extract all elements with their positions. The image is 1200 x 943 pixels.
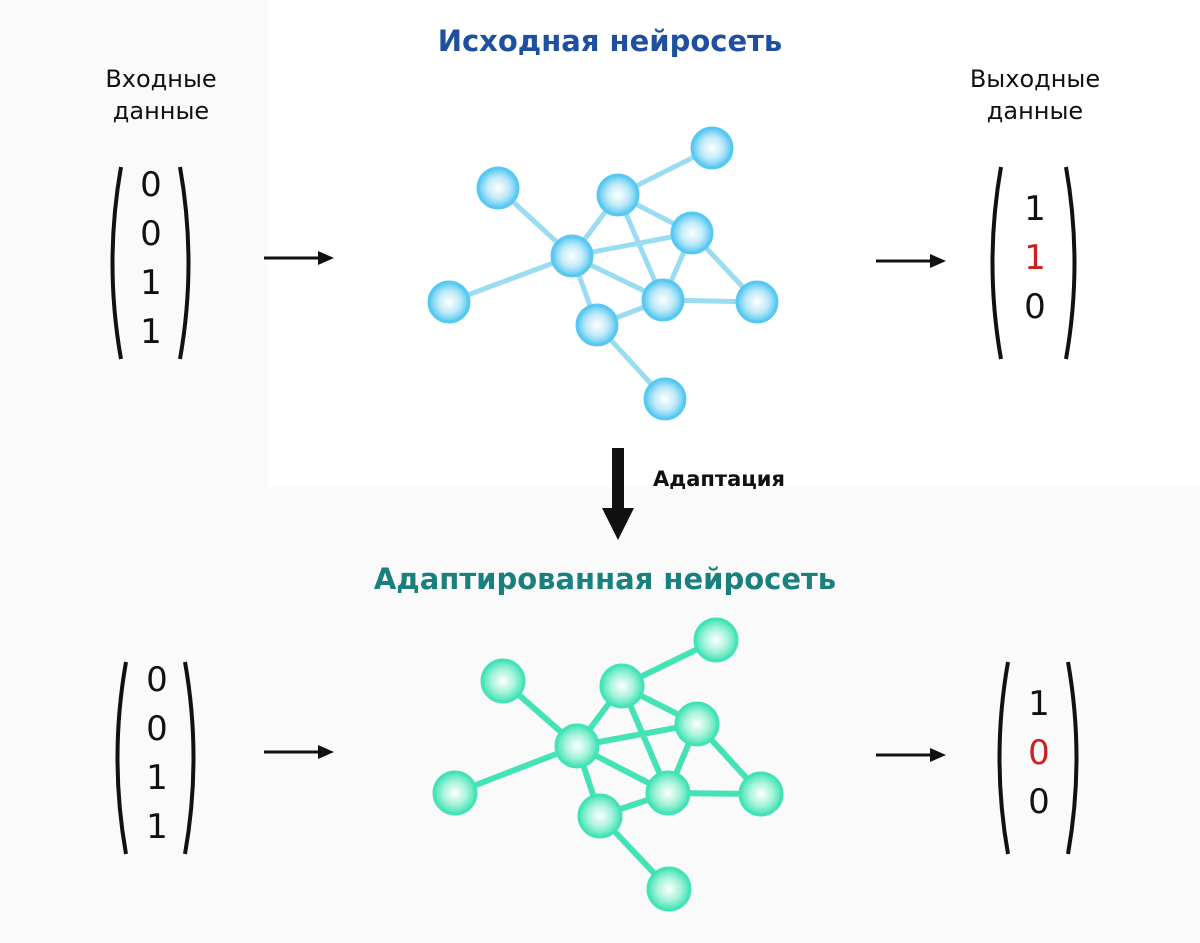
- output-data-label: Выходные данные: [950, 63, 1120, 127]
- input-value-bottom-1: 0: [146, 709, 168, 749]
- adapted-network-node-6: [645, 770, 691, 816]
- adapted-network-node-2: [599, 663, 645, 709]
- original-network-node-9: [643, 377, 687, 421]
- input-vector-top: 0 0 1 1: [128, 161, 174, 357]
- original-network-node-2: [596, 173, 640, 217]
- adapted-network-node-7: [738, 771, 784, 817]
- input-data-label: Входные данные: [76, 63, 246, 127]
- title-original-network: Исходная нейросеть: [437, 24, 783, 58]
- adapted-network-node-1: [693, 617, 739, 663]
- original-network-node-5: [427, 280, 471, 324]
- output-bracket-left-bottom: [997, 661, 1010, 855]
- output-value-top-0: 1: [1024, 189, 1046, 229]
- output-value-top-2: 0: [1024, 287, 1046, 327]
- output-value-top-1: 1: [1024, 238, 1046, 278]
- input-bracket-right-top: [178, 166, 191, 360]
- adapted-network-node-4: [554, 723, 600, 769]
- original-network-node-1: [690, 126, 734, 170]
- arrow-input-to-network-top: [264, 251, 334, 265]
- output-vector-top: 1 1 0: [1012, 185, 1058, 332]
- adaptation-arrow: [602, 448, 634, 540]
- input-bracket-right-bottom: [183, 661, 196, 855]
- input-data-label-line2: данные: [112, 97, 210, 125]
- arrow-network-to-output-bottom: [876, 748, 946, 762]
- network-original: [427, 126, 779, 421]
- input-value-top-2: 1: [140, 263, 162, 303]
- adapted-network-node-5: [432, 770, 478, 816]
- adapted-network-node-0: [480, 658, 526, 704]
- input-value-bottom-0: 0: [146, 660, 168, 700]
- arrow-network-to-output-top: [876, 254, 946, 268]
- original-network-node-8: [575, 303, 619, 347]
- output-vector-bottom: 1 0 0: [1016, 680, 1062, 827]
- output-data-label-line2: данные: [986, 97, 1084, 125]
- input-value-top-0: 0: [140, 165, 162, 205]
- original-network-node-6: [641, 278, 685, 322]
- input-value-bottom-3: 1: [146, 807, 168, 847]
- original-network-node-4: [550, 234, 594, 278]
- adapted-network-node-8: [577, 793, 623, 839]
- output-bracket-left-top: [990, 166, 1003, 360]
- original-network-edge-1: [448, 253, 573, 305]
- output-value-bottom-2: 0: [1028, 782, 1050, 822]
- title-adapted-network: Адаптированная нейросеть: [373, 562, 837, 596]
- output-value-bottom-0: 1: [1028, 684, 1050, 724]
- input-bracket-left-top: [110, 166, 123, 360]
- top-panel-background: [268, 0, 1200, 487]
- output-bracket-right-bottom: [1066, 661, 1079, 855]
- adapted-network-node-9: [646, 866, 692, 912]
- network-adapted: [432, 617, 784, 912]
- output-data-label-line1: Выходные: [969, 65, 1101, 93]
- input-data-label-line1: Входные: [105, 65, 217, 93]
- input-value-bottom-2: 1: [146, 758, 168, 798]
- arrow-input-to-network-bottom: [264, 745, 334, 759]
- input-value-top-1: 0: [140, 214, 162, 254]
- adaptation-label: Адаптация: [653, 467, 785, 491]
- input-vector-bottom: 0 0 1 1: [134, 656, 180, 852]
- input-bracket-left-bottom: [115, 661, 128, 855]
- adapted-network-node-3: [674, 701, 720, 747]
- output-bracket-right-top: [1064, 166, 1077, 360]
- original-network-node-7: [735, 280, 779, 324]
- output-value-bottom-1: 0: [1028, 733, 1050, 773]
- original-network-node-3: [670, 211, 714, 255]
- original-network-node-0: [476, 166, 520, 210]
- input-value-top-3: 1: [140, 312, 162, 352]
